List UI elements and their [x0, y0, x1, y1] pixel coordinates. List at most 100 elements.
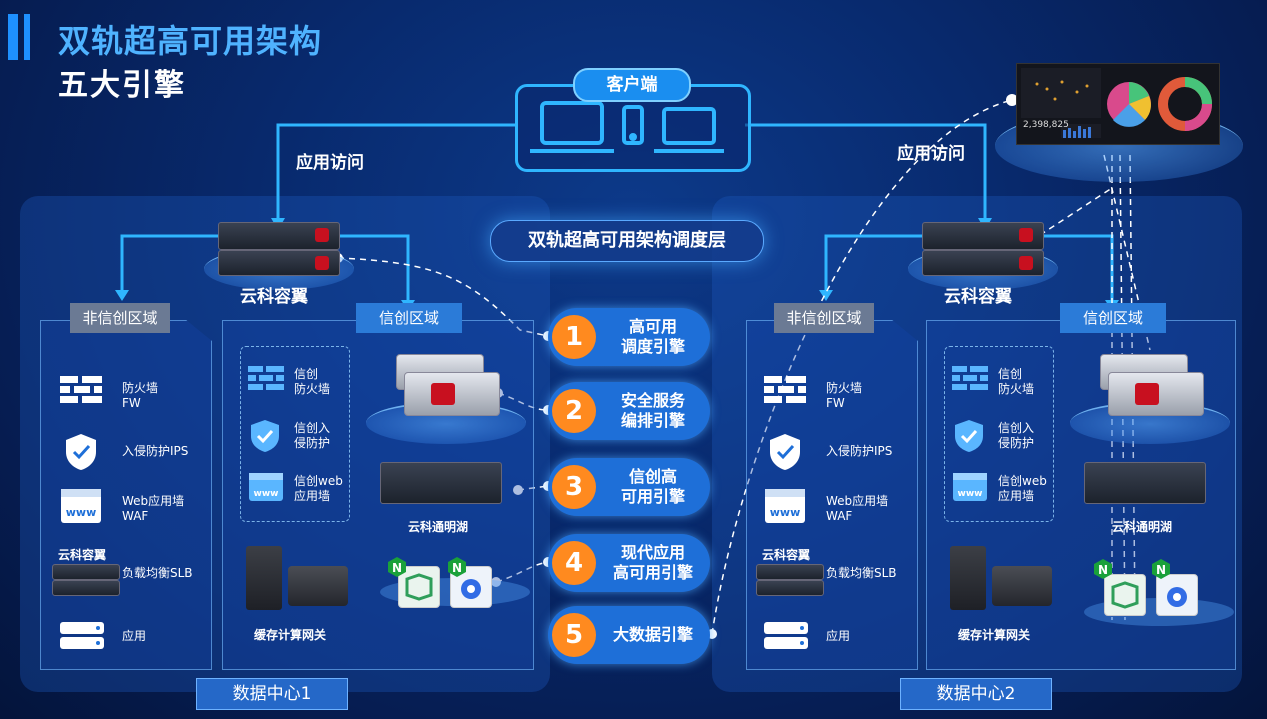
svg-text:N: N	[1098, 563, 1108, 577]
dc1-lake-label: 云科通明湖	[408, 520, 469, 534]
client-devices-icon	[530, 101, 724, 153]
title-accent-bar	[8, 14, 18, 60]
dc2-slb-device	[756, 564, 824, 580]
dc1-lb-logo	[315, 228, 329, 242]
dc1-xc-waf-label: 信创web 应用墙	[294, 474, 343, 503]
engine-4-number: 4	[552, 541, 596, 585]
www-icon: www	[60, 488, 102, 524]
dc1-ips-label: 入侵防护IPS	[122, 444, 189, 458]
dc1-lb-device-bottom	[218, 250, 340, 276]
svg-text:N: N	[1156, 563, 1166, 577]
dc1-non-xc-tag: 非信创区域	[70, 303, 170, 333]
xc-www-icon: www	[248, 472, 284, 502]
dc1-cache-tower-device	[246, 546, 282, 610]
engine-5-label: 大数据引擎	[612, 625, 693, 644]
access-label-left: 应用访问	[296, 153, 364, 173]
dc1-waf-label: Web应用墙 WAF	[122, 494, 185, 523]
dc2-app-label: 应用	[826, 629, 851, 643]
dc1-lake-device	[380, 462, 502, 504]
svg-text:N: N	[392, 561, 402, 575]
client-label: 客户端	[573, 68, 691, 102]
dc1-xc-ips-label: 信创入 侵防护	[294, 421, 331, 450]
svg-text:www: www	[958, 489, 983, 499]
dc2-slb-device-2	[756, 580, 824, 596]
dashboard-charts	[1021, 68, 1212, 138]
dc1-xc-appliance-front	[404, 372, 500, 416]
dc1-cache-box-device	[288, 566, 348, 606]
dc2-waf-label: Web应用墙 WAF	[826, 494, 889, 523]
dc1-lb-label: 云科容翼	[240, 287, 308, 307]
dc2-ips-label: 入侵防护IPS	[826, 444, 893, 458]
nginx-icon: N	[1092, 558, 1114, 580]
engine-3-number: 3	[552, 465, 596, 509]
svg-text:www: www	[66, 506, 97, 519]
dc2-xc-waf-label: 信创web 应用墙	[998, 474, 1047, 503]
dc1-lb-device-top	[218, 222, 340, 250]
xc-shield-icon	[248, 418, 282, 454]
engine-2-number: 2	[552, 389, 596, 433]
engine-4-label: 现代应用 高可用引擎	[612, 543, 693, 582]
nginx-icon-2: N	[1150, 558, 1172, 580]
dc1-cache-label: 缓存计算网关	[254, 628, 327, 642]
engine-1-label: 高可用 调度引擎	[620, 317, 685, 356]
svg-text:www: www	[254, 489, 279, 499]
dc1-footer: 数据中心1	[196, 678, 348, 710]
k8s-app-card	[1156, 574, 1198, 616]
engine-1-number: 1	[552, 315, 596, 359]
dc1-lb-logo-2	[315, 256, 329, 270]
xc-firewall-icon	[952, 366, 988, 394]
dc2-lb-logo-2	[1019, 256, 1033, 270]
dc2-slb-caption: 云科容翼	[762, 548, 811, 562]
schedule-layer-label: 双轨超高可用架构调度层	[490, 220, 764, 262]
access-line-left	[276, 123, 515, 225]
dc2-non-xc-tag: 非信创区域	[774, 303, 874, 333]
dashboard-number: 2,398,825	[1023, 120, 1069, 130]
dc2-lb-device-top	[922, 222, 1044, 250]
nginx-app-card	[398, 566, 440, 608]
dc2-lb-logo	[1019, 228, 1033, 242]
engine-3-label: 信创高 可用引擎	[620, 467, 685, 506]
app-server-icon	[764, 622, 808, 650]
svg-text:www: www	[770, 506, 801, 519]
dc2-lb-device-bottom	[922, 250, 1044, 276]
engine-2: 2 安全服务 编排引擎	[548, 382, 710, 440]
dc1-xc-appliance-logo	[431, 383, 455, 405]
firewall-icon	[764, 376, 806, 410]
app-server-icon	[60, 622, 104, 650]
firewall-icon	[60, 376, 102, 410]
dc2-slb-label: 负载均衡SLB	[826, 566, 897, 580]
dc1-xc-security-group	[240, 346, 350, 522]
xc-www-icon: www	[952, 472, 988, 502]
dc2-lake-label: 云科通明湖	[1112, 520, 1173, 534]
dc1-slb-device-2	[52, 580, 120, 596]
engine-5-number: 5	[552, 613, 596, 657]
page-subtitle: 五大引擎	[58, 68, 186, 103]
dc2-xc-security-group	[944, 346, 1054, 522]
dc2-xc-tag: 信创区域	[1060, 303, 1166, 333]
shield-icon	[62, 432, 100, 472]
engine-1: 1 高可用 调度引擎	[548, 308, 710, 366]
dc2-lb-label: 云科容翼	[944, 287, 1012, 307]
svg-text:N: N	[452, 561, 462, 575]
dc2-lake-device	[1084, 462, 1206, 504]
dc1-slb-device	[52, 564, 120, 580]
dc2-cache-tower-device	[950, 546, 986, 610]
dc1-xc-tag: 信创区域	[356, 303, 462, 333]
dc1-slb-label: 负载均衡SLB	[122, 566, 193, 580]
engine-4: 4 现代应用 高可用引擎	[548, 534, 710, 592]
access-line-right	[745, 123, 987, 225]
dc2-cache-box-device	[992, 566, 1052, 606]
dc2-xc-appliance-logo	[1135, 383, 1159, 405]
engine-5: 5 大数据引擎	[548, 606, 710, 664]
bigdata-dashboard: 2,398,825	[1016, 63, 1220, 145]
dc2-xc-appliance-front	[1108, 372, 1204, 416]
nginx-icon-2: N	[446, 556, 468, 578]
xc-shield-icon	[952, 418, 986, 454]
dc1-firewall-label: 防火墙 FW	[122, 381, 159, 410]
dc1-slb-caption: 云科容翼	[58, 548, 107, 562]
www-icon: www	[764, 488, 806, 524]
dc1-app-label: 应用	[122, 629, 147, 643]
access-label-right: 应用访问	[897, 144, 965, 164]
xc-firewall-icon	[248, 366, 284, 394]
dc2-footer: 数据中心2	[900, 678, 1052, 710]
